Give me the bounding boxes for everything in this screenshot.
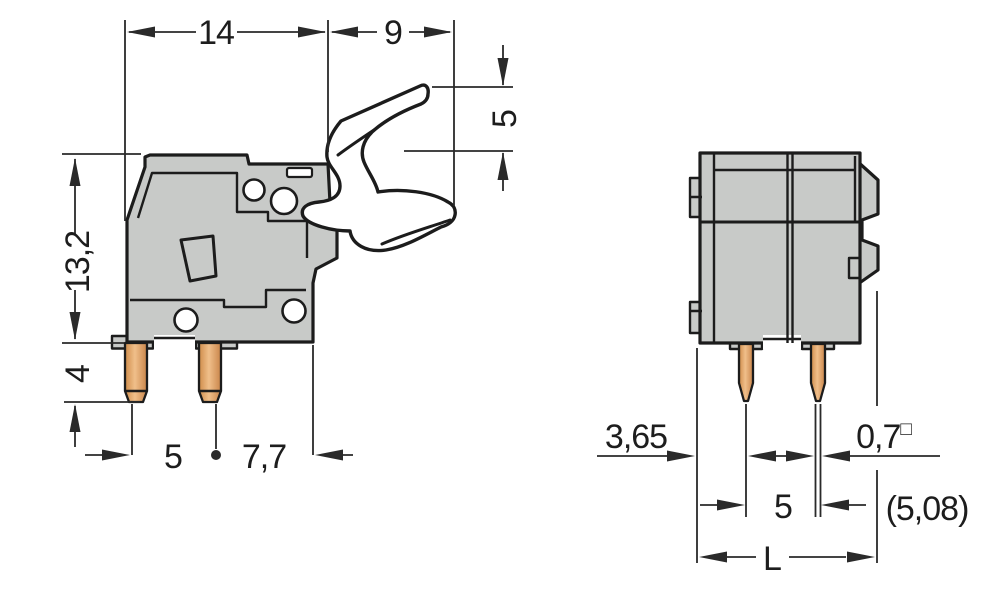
dim-label-lever-reach: 9 xyxy=(384,14,402,52)
dim-label-lever-height: 5 xyxy=(486,110,524,128)
side-hole-bottom-left xyxy=(173,307,199,333)
dim-lever-height: 5 xyxy=(404,45,524,191)
side-lever-blade-edge-upper xyxy=(336,128,376,157)
front-module-divider xyxy=(786,153,794,343)
dim-label-pin-pitch: 5 xyxy=(164,438,182,476)
front-tab-marks xyxy=(690,195,702,313)
dim-overall-width: 14 xyxy=(124,14,329,221)
side-hole-top-left xyxy=(242,178,266,202)
dim-label-pitch-to-edge: 7,7 xyxy=(242,438,286,476)
side-hole-bottom-right xyxy=(281,298,307,324)
side-hole-top-right xyxy=(269,186,299,216)
front-solder-pin-right xyxy=(809,342,827,403)
dim-label-pitch-alt: (5,08) xyxy=(886,490,969,528)
side-inner-contour-bottom xyxy=(130,288,306,309)
dim-front-pin-pitch: 5 (5,08) xyxy=(700,488,969,528)
front-housing-body xyxy=(698,151,862,345)
dim-lever-reach: 9 xyxy=(330,14,455,206)
front-bottom-recess xyxy=(763,335,801,349)
dim-label-overall-width: 14 xyxy=(198,14,234,52)
dim-label-body-height: 13,2 xyxy=(59,231,97,293)
dim-label-pin-width: 0,7□ xyxy=(856,418,912,456)
dim-edge-to-pin-and-pin-width: 3,65 0,7□ xyxy=(597,418,940,462)
dim-label-pin-length: 4 xyxy=(59,365,97,383)
front-solder-pin-left xyxy=(737,342,755,403)
dim-label-total-length: L xyxy=(763,540,781,578)
front-latch-notch xyxy=(847,256,862,280)
dim-label-edge-to-pin: 3,65 xyxy=(605,418,667,456)
side-operating-lever xyxy=(300,83,457,253)
side-solder-pin-left xyxy=(123,341,149,404)
front-side-flange xyxy=(856,160,880,286)
front-view: 3,65 0,7□ 5 (5,08) L xyxy=(597,151,969,578)
side-release-opening xyxy=(179,234,218,283)
side-view: 14 9 5 13,2 4 xyxy=(59,14,524,476)
dim-pin-length: 4 xyxy=(59,365,140,447)
dim-label-front-pin-pitch: 5 xyxy=(774,488,792,526)
side-clamp-slot xyxy=(285,166,314,179)
side-lever-blade-edge-lower xyxy=(380,218,452,246)
dim-reference-dot xyxy=(211,450,221,460)
side-inner-contour-top xyxy=(136,171,309,258)
dim-label-pin-width-suffix: □ xyxy=(900,419,912,440)
front-extension-lines xyxy=(696,291,878,563)
dim-label-pin-width-value: 0,7 xyxy=(856,418,900,456)
dim-body-height: 13,2 xyxy=(59,153,141,344)
dim-pin-pitch-row: 5 7,7 xyxy=(85,345,353,476)
dim-total-length: L xyxy=(699,540,875,578)
side-solder-pin-right xyxy=(197,341,223,404)
